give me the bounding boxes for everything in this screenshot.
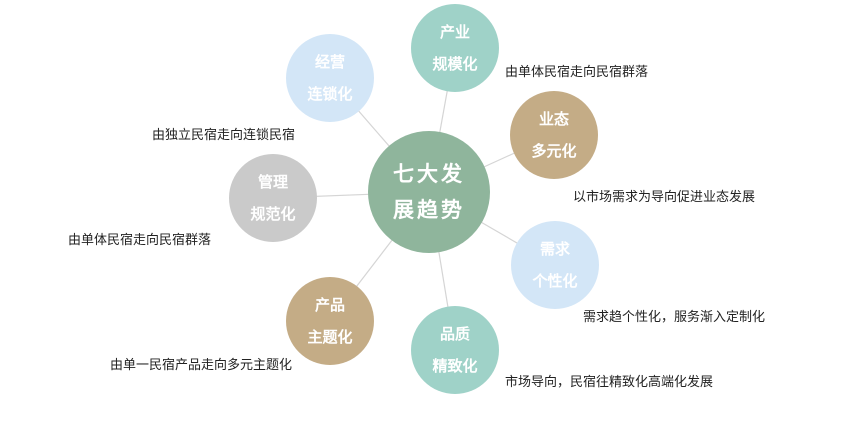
node-description: 需求趋个性化，服务渐入定制化: [583, 310, 766, 325]
center-title-line2: 展趋势: [393, 198, 465, 222]
node-label-line2: 精致化: [432, 357, 478, 375]
node-description: 市场导向，民宿往精致化高端化发展: [505, 375, 714, 390]
node-product-theme: 产品 主题化: [286, 277, 374, 365]
node-label-line1: 业态: [538, 110, 569, 128]
node-operation-chain: 经营 连锁化: [286, 34, 374, 122]
node-management-standard: 管理 规范化: [229, 154, 317, 242]
node-industry-scale: 产业 规模化: [411, 4, 499, 92]
node-label-line1: 需求: [539, 240, 570, 258]
node-label-line2: 规模化: [432, 55, 478, 73]
center-node: 七大发 展趋势: [368, 131, 490, 253]
node-label-line2: 连锁化: [307, 85, 353, 103]
node-description: 以市场需求为导向促进业态发展: [573, 190, 756, 205]
node-label-line1: 管理: [257, 173, 288, 191]
node-description: 由单体民宿走向民宿群落: [68, 233, 212, 248]
node-description: 由单体民宿走向民宿群落: [505, 65, 649, 80]
node-description: 由独立民宿走向连锁民宿: [152, 128, 296, 143]
node-description: 由单一民宿产品走向多元主题化: [110, 358, 293, 373]
node-label-line2: 多元化: [531, 142, 577, 160]
center-title-line1: 七大发: [393, 162, 465, 186]
node-label-line1: 经营: [314, 53, 345, 71]
node-quality-refined: 品质 精致化: [411, 306, 499, 394]
node-label-line1: 品质: [439, 325, 470, 343]
node-business-diverse: 业态 多元化: [510, 91, 598, 179]
node-demand-personal: 需求 个性化: [511, 221, 599, 309]
node-label-line2: 个性化: [532, 272, 578, 290]
node-label-line1: 产品: [314, 296, 345, 314]
node-label-line2: 主题化: [307, 328, 353, 346]
node-label-line2: 规范化: [250, 205, 296, 223]
node-label-line1: 产业: [439, 23, 470, 41]
